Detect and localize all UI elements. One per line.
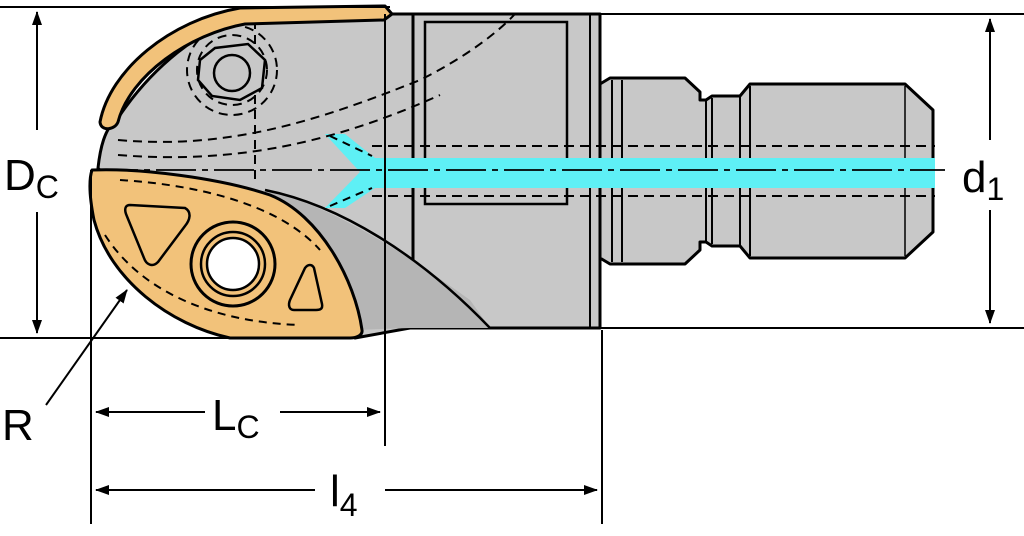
- l4-label: l4: [330, 467, 358, 523]
- head-lower-face: [265, 190, 490, 330]
- upper-screw: [196, 42, 267, 102]
- r-label: R: [2, 401, 34, 450]
- r-leader: [45, 289, 128, 406]
- coolant-channel: [325, 134, 935, 208]
- extension-lines: [0, 6, 1024, 524]
- body-window: [423, 20, 569, 206]
- lc-label: LC: [212, 391, 260, 445]
- d1-label: d1: [962, 153, 1004, 207]
- dc-label: DC: [4, 151, 59, 205]
- upper-insert: [98, 4, 394, 131]
- lower-insert: [88, 168, 364, 340]
